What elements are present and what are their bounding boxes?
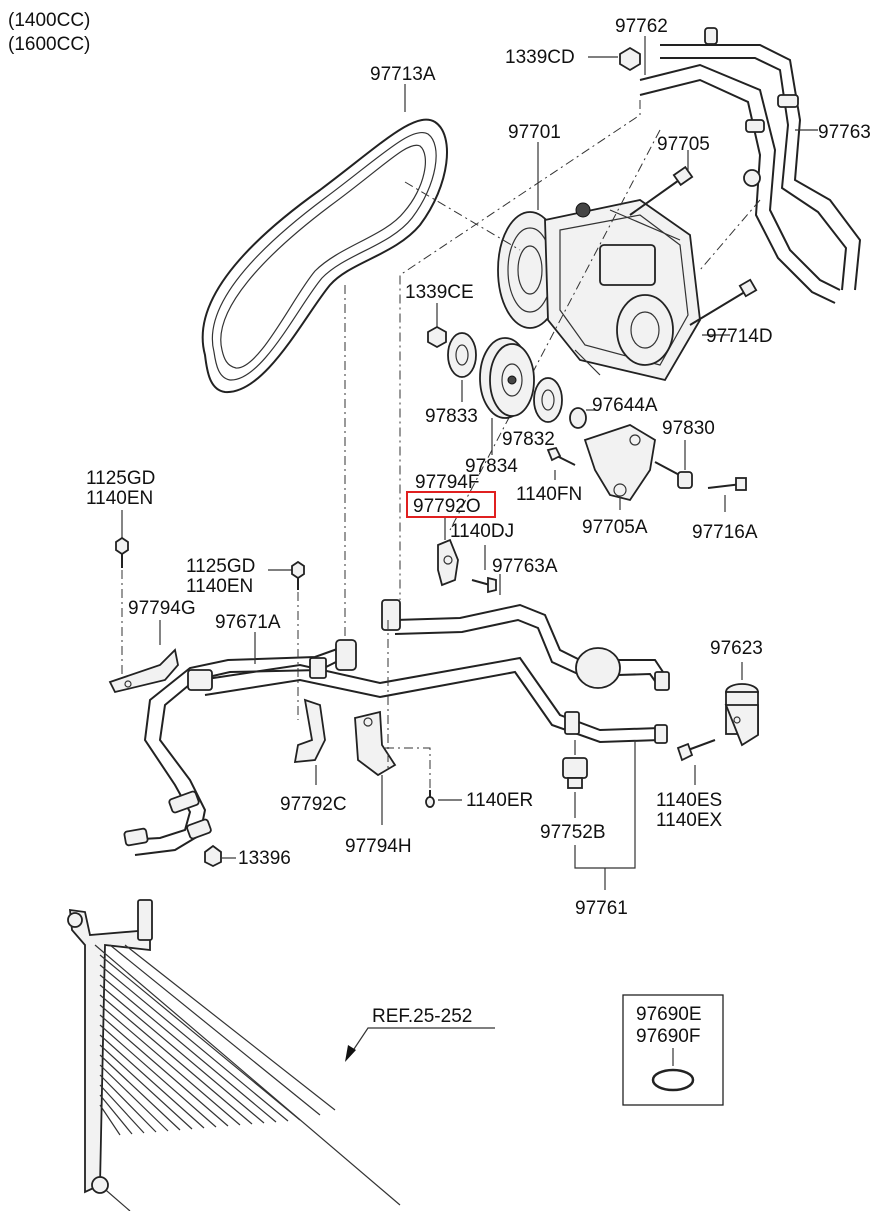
- label-97671A: 97671A: [215, 612, 281, 633]
- label-1140EN-left: 1140EN: [86, 488, 153, 509]
- label-97763: 97763: [818, 122, 871, 143]
- pipe-97671A[interactable]: [123, 639, 357, 856]
- label-97690F: 97690F: [636, 1026, 700, 1047]
- label-97834: 97834: [465, 456, 518, 477]
- clamp-97794G[interactable]: [108, 648, 179, 694]
- bolt-97705[interactable]: [629, 165, 694, 216]
- drive-belt[interactable]: [201, 118, 448, 394]
- nut-1339CE[interactable]: [427, 325, 447, 349]
- label-97690E: 97690E: [636, 1004, 702, 1025]
- nut-1339CD[interactable]: [619, 46, 641, 72]
- liquid-pipe-97761[interactable]: [199, 656, 668, 744]
- label-1339CE: 1339CE: [405, 282, 474, 303]
- label-1140ER: 1140ER: [466, 790, 533, 811]
- ring-97644A[interactable]: [569, 407, 587, 429]
- condenser[interactable]: [67, 899, 401, 1211]
- bolt-97714D[interactable]: [689, 278, 758, 326]
- label-97752B: 97752B: [540, 822, 606, 843]
- label-1140DJ: 1140DJ: [450, 521, 514, 542]
- bolt-1140ER[interactable]: [425, 790, 435, 808]
- bracket-97705A[interactable]: [583, 424, 656, 502]
- label-97644A: 97644A: [592, 395, 658, 416]
- label-97701: 97701: [508, 122, 561, 143]
- engine-variant-1600cc: (1600CC): [8, 34, 90, 55]
- label-1125GD-center: 1125GD: [186, 556, 255, 577]
- label-97763A: 97763A: [492, 556, 558, 577]
- label-97705A: 97705A: [582, 517, 648, 538]
- receiver-drier-97623[interactable]: [724, 683, 759, 747]
- bolt-1125GD-center[interactable]: [291, 560, 305, 590]
- oring-97690E[interactable]: [651, 1068, 695, 1092]
- label-1140FN: 1140FN: [516, 484, 582, 505]
- label-97830: 97830: [662, 418, 715, 439]
- ac-compressor[interactable]: [497, 199, 701, 382]
- label-97794H: 97794H: [345, 836, 412, 857]
- bolt-1125GD-left[interactable]: [115, 536, 129, 568]
- label-97832: 97832: [502, 429, 555, 450]
- label-97762: 97762: [615, 16, 668, 37]
- bolt-97716A[interactable]: [707, 477, 747, 491]
- discharge-pipe-97763A[interactable]: [381, 599, 670, 691]
- label-97792O: 97792O: [413, 496, 481, 517]
- label-97833: 97833: [425, 406, 478, 427]
- label-97792C: 97792C: [280, 794, 347, 815]
- label-97794F: 97794F: [415, 472, 479, 493]
- label-97623: 97623: [710, 638, 763, 659]
- clamp-97792O[interactable]: [437, 538, 459, 587]
- label-97716A: 97716A: [692, 522, 758, 543]
- highlight-box-97792O: [406, 491, 496, 518]
- label-1140EX: 1140EX: [656, 810, 723, 831]
- washer-97833[interactable]: [447, 332, 477, 378]
- ref-arrow-icon: [345, 1045, 356, 1062]
- label-13396: 13396: [238, 848, 291, 869]
- bolt-1140DJ[interactable]: [471, 576, 497, 594]
- pressure-switch-97752B[interactable]: [562, 757, 588, 789]
- label-1125GD-left: 1125GD: [86, 468, 155, 489]
- bolt-1140ES[interactable]: [676, 739, 716, 762]
- washer-97832[interactable]: [533, 377, 563, 423]
- bolt-97830[interactable]: [654, 461, 693, 489]
- bolt-1140FN[interactable]: [546, 446, 576, 466]
- clamp-97792C[interactable]: [293, 698, 326, 764]
- condenser-fins: [99, 944, 336, 1136]
- oring-kit-box: [622, 994, 724, 1106]
- suction-hose-97763[interactable]: [639, 27, 862, 304]
- label-97761: 97761: [575, 898, 628, 919]
- label-97705: 97705: [657, 134, 710, 155]
- label-1339CD: 1339CD: [505, 47, 575, 68]
- idler-pulley-97834[interactable]: [479, 337, 535, 419]
- label-1140EN-center: 1140EN: [186, 576, 253, 597]
- label-97794G: 97794G: [128, 598, 196, 619]
- label-ref-25-252: REF.25-252: [372, 1006, 472, 1027]
- label-1140ES: 1140ES: [656, 790, 722, 811]
- label-97714D: 97714D: [706, 326, 773, 347]
- clamp-97794H[interactable]: [354, 710, 397, 777]
- engine-variant-1400cc: (1400CC): [8, 10, 90, 31]
- label-97713A: 97713A: [370, 64, 436, 85]
- nut-13396[interactable]: [204, 844, 222, 868]
